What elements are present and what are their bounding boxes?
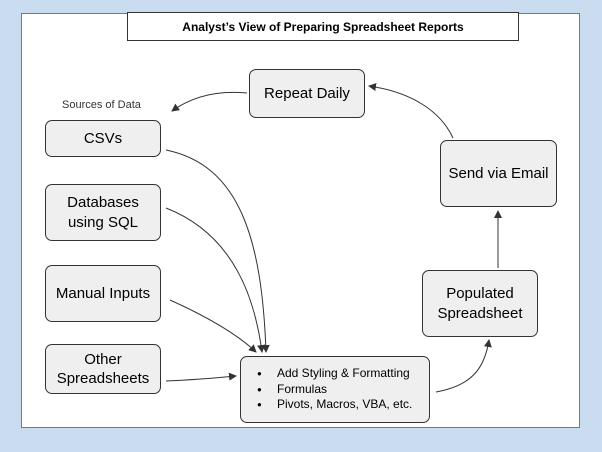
arrow-other-to-process [165,372,237,382]
process-steps-box: Add Styling & Formatting Formulas Pivots… [240,356,430,423]
process-step: Pivots, Macros, VBA, etc. [257,397,429,413]
process-step: Formulas [257,382,429,398]
arrow-csvs-to-process [165,149,270,353]
node-other-spreadsheets: Other Spreadsheets [45,344,161,394]
arrow-databases-to-process [165,207,266,353]
arrow-repeat-to-sources [171,91,248,112]
diagram-title: Analyst’s View of Preparing Spreadsheet … [127,12,519,41]
node-populated-spreadsheet: Populated Spreadsheet [422,270,538,337]
process-step: Add Styling & Formatting [257,366,429,382]
arrow-process-to-populated [435,339,492,393]
arrow-email-to-repeat [368,83,454,139]
node-repeat-daily: Repeat Daily [249,69,365,118]
node-databases: Databases using SQL [45,184,161,241]
node-send-email: Send via Email [440,140,557,207]
node-manual-inputs: Manual Inputs [45,265,161,322]
sources-caption: Sources of Data [62,99,141,111]
node-csvs: CSVs [45,120,161,157]
arrow-manual-to-process [169,299,257,353]
